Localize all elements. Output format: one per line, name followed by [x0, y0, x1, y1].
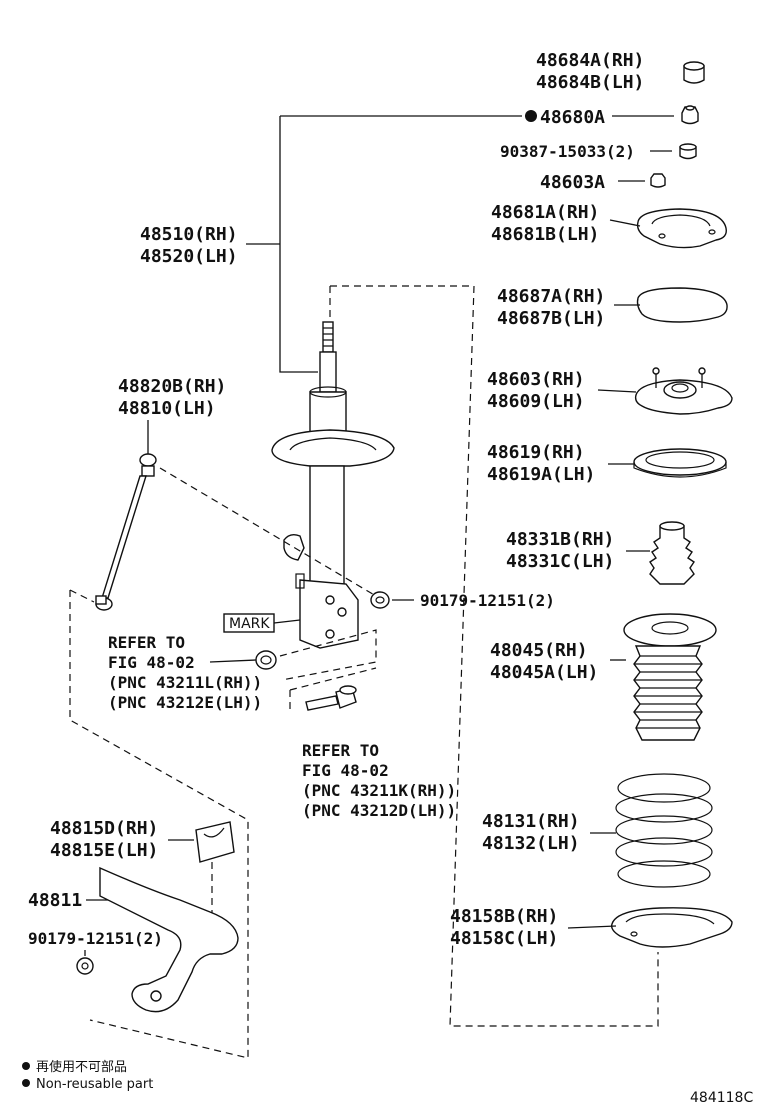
refer2-line2: FIG 48-02	[302, 761, 389, 780]
label-90179-a: 90179-12151(2)	[420, 591, 555, 610]
part-refer1-nut	[255, 650, 277, 670]
part-48510-strut	[271, 321, 395, 649]
part-90179-nut-b	[76, 957, 94, 975]
refer2-line1: REFER TO	[302, 741, 379, 760]
label-48687-rh: 48687A(RH)	[497, 286, 605, 307]
label-48603-rh: 48603(RH)	[487, 369, 585, 390]
part-48681-plate	[636, 208, 727, 249]
part-48811-stabilizer-bar	[99, 866, 239, 1013]
non-reusable-marker	[525, 110, 537, 122]
part-48820-link	[95, 453, 157, 611]
label-48619-rh: 48619(RH)	[487, 442, 585, 463]
part-48684-cap	[683, 61, 705, 84]
label-48811: 48811	[28, 890, 82, 911]
label-48820-rh: 48820B(RH)	[118, 376, 226, 397]
part-48158-lower-insulator	[610, 907, 733, 948]
legend-line2: Non-reusable part	[36, 1077, 153, 1092]
part-48815-bushing	[195, 821, 235, 863]
part-48603a-nut	[650, 173, 666, 188]
figure-code: 484118C	[690, 1090, 753, 1106]
refer1-line1: REFER TO	[108, 633, 185, 652]
label-48603-lh: 48609(LH)	[487, 391, 585, 412]
refer1-line4: (PNC 43212E(LH))	[108, 693, 262, 712]
part-refer2-bolt	[305, 685, 357, 711]
label-90387: 90387-15033(2)	[500, 142, 635, 161]
part-48680a-nut	[681, 105, 699, 125]
label-48687-lh: 48687B(LH)	[497, 308, 605, 329]
label-48510-lh: 48520(LH)	[140, 246, 238, 267]
refer1-line3: (PNC 43211L(RH))	[108, 673, 262, 692]
label-48131-lh: 48132(LH)	[482, 833, 580, 854]
label-48510-rh: 48510(RH)	[140, 224, 238, 245]
part-90387-spacer	[679, 143, 697, 160]
label-48619-lh: 48619A(LH)	[487, 464, 595, 485]
label-48681-rh: 48681A(RH)	[491, 202, 599, 223]
legend-line1: 再使用不可部品	[36, 1059, 127, 1075]
label-48158-lh: 48158C(LH)	[450, 928, 558, 949]
refer2-line3: (PNC 43211K(RH))	[302, 781, 456, 800]
part-48045-boot	[623, 613, 717, 741]
label-48331-lh: 48331C(LH)	[506, 551, 614, 572]
label-mark: MARK	[229, 616, 270, 632]
legend-bullet-1	[22, 1062, 30, 1070]
label-48045-lh: 48045A(LH)	[490, 662, 598, 683]
refer1-line2: FIG 48-02	[108, 653, 195, 672]
label-48684-rh: 48684A(RH)	[536, 50, 644, 71]
label-48681-lh: 48681B(LH)	[491, 224, 599, 245]
label-48820-lh: 48810(LH)	[118, 398, 216, 419]
label-48158-rh: 48158B(RH)	[450, 906, 558, 927]
label-48331-rh: 48331B(RH)	[506, 529, 614, 550]
part-48619-bearing	[633, 448, 727, 478]
label-48815-lh: 48815E(LH)	[50, 840, 158, 861]
label-48131-rh: 48131(RH)	[482, 811, 580, 832]
label-48603a: 48603A	[540, 172, 605, 193]
part-48331-bump-stopper	[649, 521, 695, 585]
part-48131-coil-spring	[615, 773, 713, 888]
part-90179-nut-a	[370, 591, 390, 609]
part-48687-gasket	[636, 287, 728, 323]
label-48815-rh: 48815D(RH)	[50, 818, 158, 839]
legend-bullet-2	[22, 1079, 30, 1087]
refer2-line4: (PNC 43212D(LH))	[302, 801, 456, 820]
label-48684-lh: 48684B(LH)	[536, 72, 644, 93]
mark-tag: MARK	[223, 613, 301, 633]
label-48680a: 48680A	[540, 107, 605, 128]
label-48045-rh: 48045(RH)	[490, 640, 588, 661]
label-90179-b: 90179-12151(2)	[28, 929, 163, 948]
part-48603-support	[634, 367, 733, 415]
